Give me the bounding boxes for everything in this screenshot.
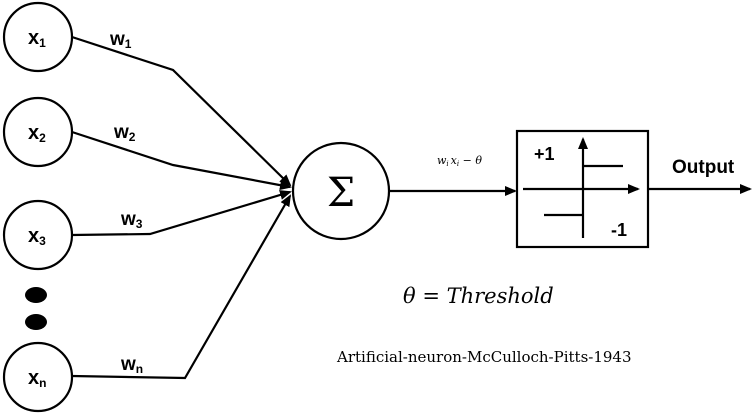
output-label: Output: [672, 157, 735, 178]
connection-line-1: [71, 35, 292, 187]
connection-line-n: [71, 194, 291, 380]
summation-node: Σ: [291, 141, 391, 241]
svg-text:x3: x3: [28, 225, 46, 248]
weight-label-n: wn: [120, 354, 143, 376]
svg-text:x1: x1: [28, 27, 46, 50]
sigma-symbol: Σ: [327, 170, 355, 216]
svg-text:x2: x2: [28, 122, 46, 145]
ellipsis-dot-1: [25, 287, 47, 303]
step-plus-one-label: +1: [534, 144, 555, 164]
input-node-1: x1: [2, 1, 74, 73]
svg-text:xn: xn: [28, 367, 46, 390]
weight-label-2: w2: [113, 122, 136, 144]
step-function-box: +1 -1: [515, 129, 650, 249]
input-node-2: x2: [2, 96, 74, 168]
input-node-3: x3: [2, 199, 74, 271]
input-node-n: xn: [2, 341, 74, 413]
connection-line-3: [71, 190, 292, 237]
diagram-caption: Artificial-neuron-McCulloch-Pitts-1943: [336, 348, 632, 366]
threshold-note: θ = Threshold: [403, 284, 554, 308]
weight-label-3: w3: [120, 209, 143, 231]
ellipsis-dot-2: [25, 314, 47, 330]
weight-label-1: w1: [109, 29, 132, 51]
step-minus-one-label: -1: [611, 220, 627, 240]
connection-line-2: [71, 130, 292, 191]
